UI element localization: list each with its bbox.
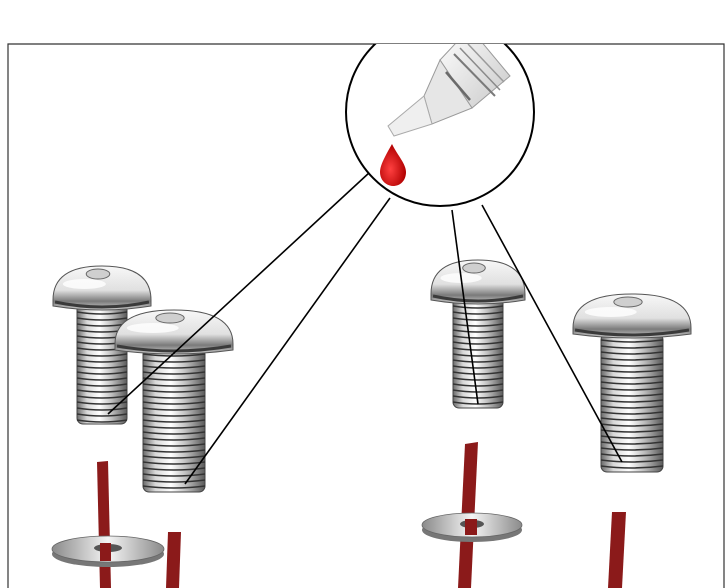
rod-2 bbox=[166, 532, 181, 588]
screw-3 bbox=[430, 259, 526, 409]
leader-line-2 bbox=[184, 197, 391, 485]
red-drop-icon bbox=[380, 144, 406, 186]
screw-1 bbox=[52, 265, 152, 425]
diagram-frame bbox=[7, 43, 725, 588]
screw-2 bbox=[114, 309, 234, 493]
leader-line-4 bbox=[481, 204, 623, 463]
washer-1 bbox=[51, 535, 165, 567]
callout-bubble bbox=[345, 44, 535, 207]
threadlocker-tube-icon bbox=[387, 44, 511, 137]
screw-4 bbox=[572, 293, 692, 473]
rod-1 bbox=[97, 461, 111, 588]
screws-group bbox=[52, 259, 692, 493]
washer-2 bbox=[421, 512, 523, 542]
leader-line-3 bbox=[451, 209, 479, 405]
rod-4 bbox=[608, 512, 626, 588]
leader-lines bbox=[107, 171, 623, 485]
leader-line-1 bbox=[107, 171, 371, 415]
